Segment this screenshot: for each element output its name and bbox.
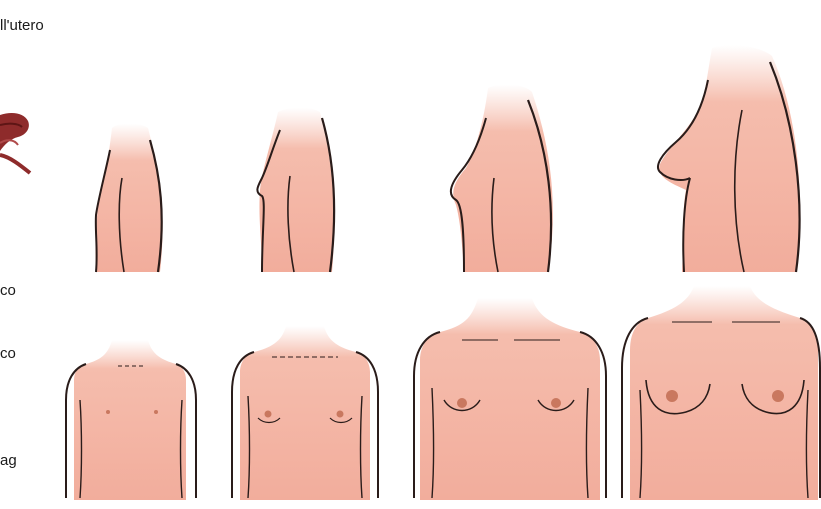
front-stage-1 bbox=[66, 340, 196, 500]
front-stage-4 bbox=[622, 286, 820, 500]
profile-stage-2 bbox=[257, 108, 334, 273]
profile-stage-3 bbox=[451, 85, 553, 272]
front-stage-2 bbox=[232, 326, 378, 500]
profile-stage-1 bbox=[95, 124, 162, 273]
uterus-illustration-fragment bbox=[0, 95, 34, 190]
front-stage-3 bbox=[414, 298, 606, 500]
profile-stage-4 bbox=[658, 45, 800, 272]
